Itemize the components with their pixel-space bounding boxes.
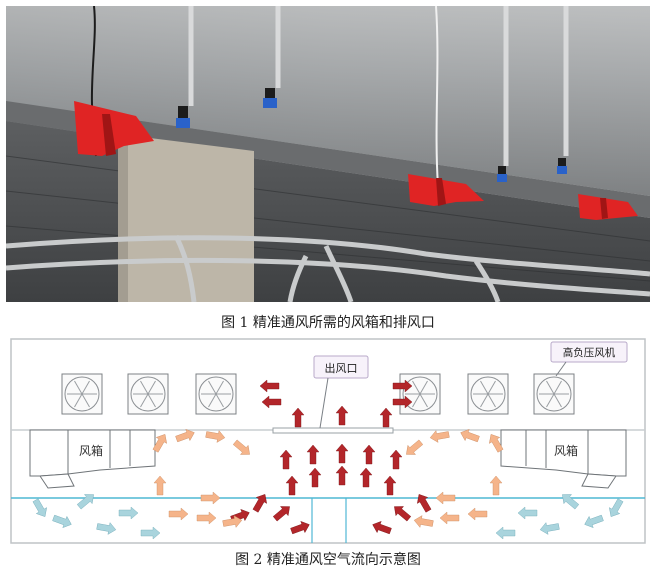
fan-icon (195, 373, 237, 415)
airflow-arrow (140, 526, 161, 540)
airflow-arrow (52, 514, 72, 529)
airflow-arrow (118, 506, 139, 520)
airflow-arrow (383, 475, 397, 496)
fan-callout: 高负压风机 (550, 341, 628, 377)
airflow-arrow (196, 511, 217, 525)
figure1-caption: 图 1 精准通风所需的风箱和排风口 (221, 315, 435, 331)
airflow-arrow (76, 494, 94, 510)
airflow-arrow (285, 475, 299, 496)
airflow-arrow (306, 444, 320, 465)
airflow-arrow (562, 494, 580, 510)
airflow-arrow (417, 494, 432, 513)
outlet-label: 出风口 (325, 361, 358, 375)
airflow-arrow (335, 443, 349, 464)
airflow-arrow (389, 449, 403, 470)
airflow-arrow (335, 465, 349, 486)
airflow-arrow (460, 428, 480, 443)
airflow-arrow (32, 498, 47, 517)
fan-icon (127, 373, 169, 415)
airflow-arrow (392, 379, 413, 393)
airflow-arrow (279, 449, 293, 470)
fan-icon (533, 373, 575, 415)
airflow-arrow (429, 430, 450, 443)
airflow-arrow (489, 475, 503, 496)
fan-icon (61, 373, 103, 415)
airflow-arrow (200, 491, 221, 505)
airflow-arrow (609, 498, 624, 517)
airflow-arrow (252, 494, 267, 513)
airflow-arrows (32, 379, 624, 540)
fan-icon (467, 373, 509, 415)
air-box-left: 风箱 (29, 429, 156, 489)
outlet-slot (272, 427, 394, 434)
airflow-arrow (168, 507, 189, 521)
airflow-arrow (394, 506, 412, 522)
airflow-arrow (261, 395, 282, 409)
airflow-arrow (272, 506, 290, 522)
airflow-arrow (222, 515, 243, 528)
airflow-arrow (379, 407, 393, 428)
airflow-arrow (308, 467, 322, 488)
airflow-arrow (539, 522, 560, 535)
figure2-caption: 图 2 精准通风空气流向示意图 (235, 552, 421, 568)
airflow-arrow (152, 434, 167, 453)
airflow-arrow (335, 405, 349, 426)
airflow-arrow (362, 444, 376, 465)
airflow-arrow (232, 439, 250, 455)
airflow-arrow (372, 520, 392, 535)
airflow-arrow (495, 526, 516, 540)
airflow-arrow (359, 467, 373, 488)
airflow-arrow (413, 515, 434, 528)
fan-label: 高负压风机 (563, 346, 616, 359)
air-box-right: 风箱 (500, 429, 627, 489)
outlet-callout: 出风口 (313, 355, 369, 429)
airflow-arrow (290, 520, 310, 535)
fan-icon (399, 373, 441, 415)
airflow-arrow (467, 507, 488, 521)
airflow-arrow (259, 379, 280, 393)
airflow-arrow (392, 395, 413, 409)
barn-photo (6, 6, 650, 302)
airflow-arrow (205, 430, 226, 443)
airflow-arrow (153, 475, 167, 496)
air-box-left-label: 风箱 (79, 443, 103, 458)
airflow-diagram: 出风口 高负压风机 风箱 风箱 (10, 338, 646, 544)
air-box-right-label: 风箱 (554, 443, 578, 458)
airflow-arrow (96, 522, 117, 535)
airflow-arrow (517, 506, 538, 520)
fan-row (61, 373, 575, 415)
airflow-arrow (175, 428, 195, 443)
airflow-arrow (406, 439, 424, 455)
airflow-arrow (439, 511, 460, 525)
airflow-arrow (584, 514, 604, 529)
airflow-arrow (291, 407, 305, 428)
airflow-arrow (435, 491, 456, 505)
airflow-arrow (489, 434, 504, 453)
